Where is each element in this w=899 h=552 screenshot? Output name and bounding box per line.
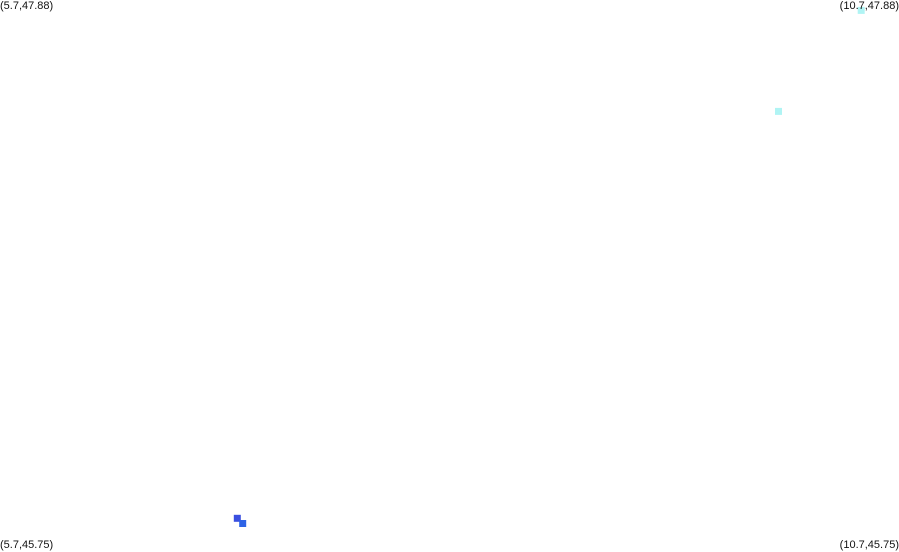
corner-coordinate-bottom-left: (5.7,45.75) — [0, 539, 54, 551]
map-point-4[interactable] — [239, 520, 247, 527]
corner-coordinate-top-left: (5.7,47.88) — [0, 0, 54, 12]
corner-coordinate-top-right: (10.7,47.88) — [839, 0, 899, 12]
data-points-layer — [233, 6, 865, 527]
map-point-3[interactable] — [233, 514, 241, 522]
map-point-1[interactable] — [857, 6, 865, 14]
corner-coordinate-bottom-right: (10.7,45.75) — [839, 539, 899, 551]
map-point-2[interactable] — [775, 107, 782, 115]
